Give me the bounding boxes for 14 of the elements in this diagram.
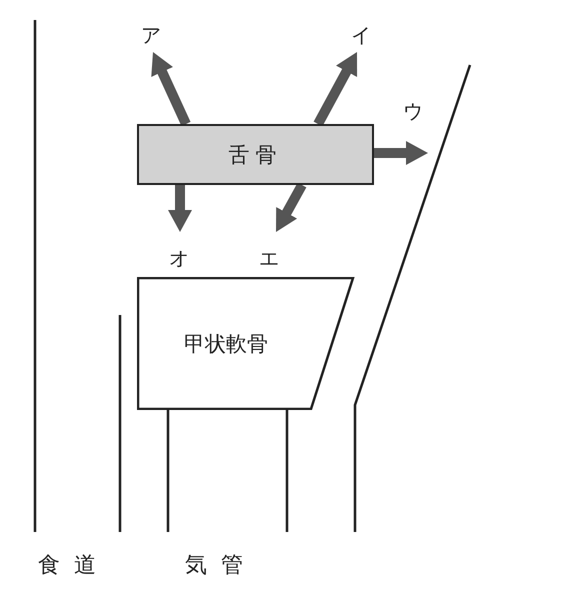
structure-label: 気管 — [185, 555, 257, 577]
cartilage-shape: 甲状軟骨 — [137, 277, 355, 410]
direction-letter: ウ — [402, 100, 424, 124]
direction-letter: エ — [258, 247, 280, 271]
direction-letter: イ — [350, 24, 372, 48]
arrow — [168, 185, 192, 232]
bone-box: 舌骨 — [137, 124, 374, 185]
arrow — [276, 182, 306, 232]
arrow — [151, 52, 191, 126]
direction-letter: ア — [140, 24, 162, 48]
arrow — [314, 52, 358, 126]
arrow — [374, 141, 428, 165]
direction-letter: オ — [168, 247, 190, 271]
structure-label: 食道 — [38, 555, 110, 577]
